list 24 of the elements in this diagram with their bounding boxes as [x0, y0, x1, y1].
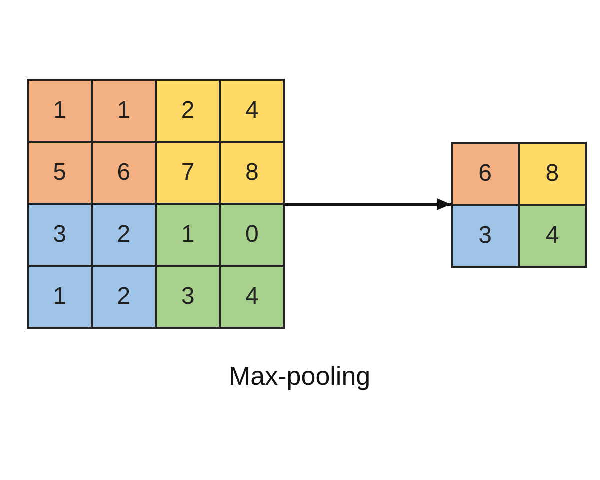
matrix-cell: 5: [28, 142, 92, 204]
matrix-cell: 1: [92, 80, 156, 142]
matrix-cell: 2: [156, 80, 220, 142]
matrix-cell: 0: [220, 204, 284, 266]
matrix-grid: [451, 142, 587, 268]
matrix-cell: 3: [156, 266, 220, 328]
matrix-cell: 7: [156, 142, 220, 204]
matrix-grid: [27, 79, 285, 329]
matrix-cell: 1: [28, 266, 92, 328]
matrix-cell: 3: [28, 204, 92, 266]
matrix-cell: 8: [220, 142, 284, 204]
matrix-cell: 1: [28, 80, 92, 142]
matrix-cell: 2: [92, 266, 156, 328]
matrix-cell: 6: [452, 144, 518, 204]
matrix-cell: 8: [520, 144, 586, 204]
matrix-cell: 6: [92, 142, 156, 204]
matrix-cell: 2: [92, 204, 156, 266]
arrow: [285, 198, 451, 210]
matrix-cell: 1: [156, 204, 220, 266]
caption: Max-pooling: [229, 361, 371, 392]
matrix-cell: 3: [452, 206, 518, 266]
matrix-cell: 4: [220, 80, 284, 142]
matrix-cell: 4: [220, 266, 284, 328]
matrix-cell: 4: [520, 206, 586, 266]
